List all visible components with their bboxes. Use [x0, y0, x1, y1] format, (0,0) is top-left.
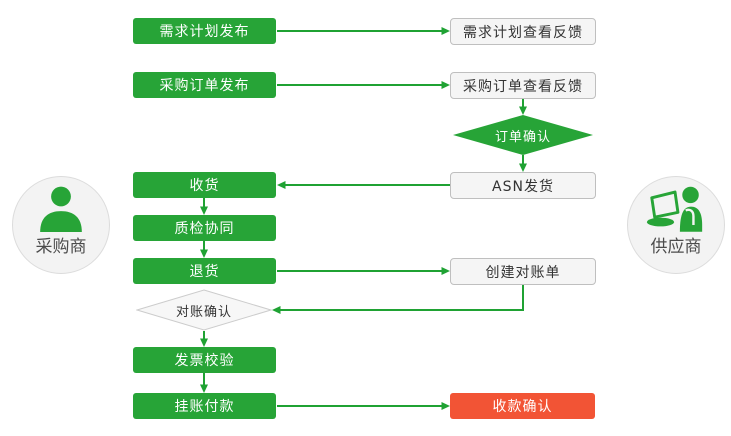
- node-demand-plan-feedback: 需求计划查看反馈: [450, 18, 596, 45]
- node-statement-confirm: 对账确认: [136, 289, 272, 331]
- node-quality-check: 质检协同: [133, 215, 276, 241]
- supplier-actor: 供应商: [627, 176, 725, 274]
- edge-statement-to-reconcile: [272, 284, 524, 314]
- buyer-person-icon: [36, 185, 86, 232]
- node-receive: 收货: [133, 172, 276, 198]
- node-order-confirm: 订单确认: [453, 115, 593, 155]
- supplier-label: 供应商: [650, 237, 702, 257]
- node-payment: 挂账付款: [133, 393, 276, 419]
- node-order-confirm-label: 订单确认: [494, 129, 551, 145]
- node-asn-ship: ASN发货: [450, 172, 596, 199]
- node-receipt-confirm: 收款确认: [450, 393, 595, 419]
- statement-confirm-diamond-shape: [136, 289, 272, 331]
- node-po-publish: 采购订单发布: [133, 72, 276, 98]
- node-po-feedback: 采购订单查看反馈: [450, 72, 596, 99]
- buyer-label: 采购商: [35, 237, 87, 257]
- node-demand-plan-publish: 需求计划发布: [133, 18, 276, 44]
- supplier-laptop-person-icon: [645, 185, 707, 232]
- node-invoice-verify: 发票校验: [133, 347, 276, 373]
- node-create-statement: 创建对账单: [450, 258, 596, 285]
- buyer-actor: 采购商: [12, 176, 110, 274]
- node-return-goods: 退货: [133, 258, 276, 284]
- order-confirm-diamond-shape: [453, 115, 593, 155]
- node-statement-confirm-label: 对账确认: [175, 304, 232, 320]
